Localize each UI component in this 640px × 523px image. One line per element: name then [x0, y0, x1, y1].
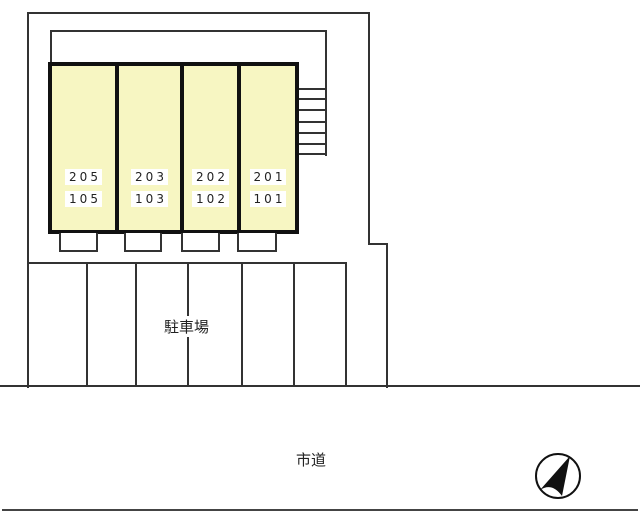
- balcony-103: [124, 233, 162, 252]
- road-edge-bottom: [2, 509, 638, 511]
- lot-boundary-step: [368, 243, 388, 245]
- stairs: [297, 88, 327, 155]
- unit-number-upper: 201: [249, 169, 287, 185]
- balcony-101: [237, 233, 277, 252]
- unit-202-102[interactable]: 202 102: [184, 66, 237, 230]
- lot-boundary-top: [27, 12, 370, 14]
- lot-boundary-right-upper: [368, 12, 370, 245]
- unit-203-103[interactable]: 203 103: [119, 66, 180, 230]
- road-label: 市道: [296, 451, 327, 469]
- parking-divider: [293, 262, 295, 387]
- unit-number-lower: 101: [249, 191, 287, 207]
- parking-divider: [86, 262, 88, 387]
- parking-divider: [241, 262, 243, 387]
- stair-step: [297, 132, 327, 134]
- unit-number-upper: 205: [65, 169, 102, 185]
- parking-divider: [135, 262, 137, 387]
- balcony-105: [59, 233, 98, 252]
- unit-number-upper: 202: [192, 169, 229, 185]
- unit-number-lower: 103: [131, 191, 168, 207]
- lot-boundary-left: [27, 12, 29, 388]
- parking-label: 駐車場: [163, 316, 211, 337]
- north-arrow-icon: [534, 452, 582, 500]
- parking-divider: [345, 262, 347, 387]
- corridor-right: [325, 30, 327, 156]
- unit-205-105[interactable]: 205 105: [52, 66, 115, 230]
- stair-step: [297, 88, 327, 90]
- stair-step: [297, 121, 327, 123]
- stair-step: [297, 98, 327, 100]
- corridor-left: [50, 30, 52, 64]
- building: 205 105 203 103 202 102 201 101: [48, 62, 299, 234]
- stair-step: [297, 143, 327, 145]
- unit-number-lower: 105: [65, 191, 102, 207]
- unit-number-lower: 102: [192, 191, 229, 207]
- stair-step: [297, 153, 327, 155]
- corridor-top: [50, 30, 327, 32]
- road-edge-top: [0, 385, 640, 387]
- balcony-102: [181, 233, 220, 252]
- lot-boundary-right-lower: [386, 243, 388, 388]
- stair-step: [297, 109, 327, 111]
- unit-number-upper: 203: [131, 169, 168, 185]
- unit-201-101[interactable]: 201 101: [241, 66, 295, 230]
